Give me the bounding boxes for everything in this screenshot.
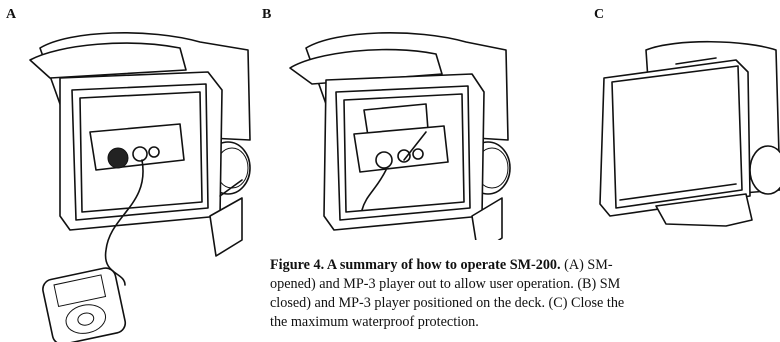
illustration-panel-a [29,32,251,342]
figure-caption: Figure 4. A summary of how to operate SM… [270,256,780,332]
caption-line-3: closed) and MP-3 player positioned on th… [270,295,625,311]
illustration-panel-b [289,32,511,240]
panel-label-c: C [594,7,605,22]
panel-label-a: A [6,7,17,22]
caption-line-4: the maximum waterproof protection. [270,314,479,330]
caption-line-2: opened) and MP-3 player out to allow use… [270,276,621,292]
caption-line-1: Figure 4. A summary of how to operate SM… [270,256,780,275]
caption-title: Figure 4. A summary of how to operate SM… [270,257,561,273]
caption-line-1-rest: (A) SM- [560,257,613,273]
illustration-panel-c [599,40,780,227]
panel-label-b: B [262,7,272,22]
